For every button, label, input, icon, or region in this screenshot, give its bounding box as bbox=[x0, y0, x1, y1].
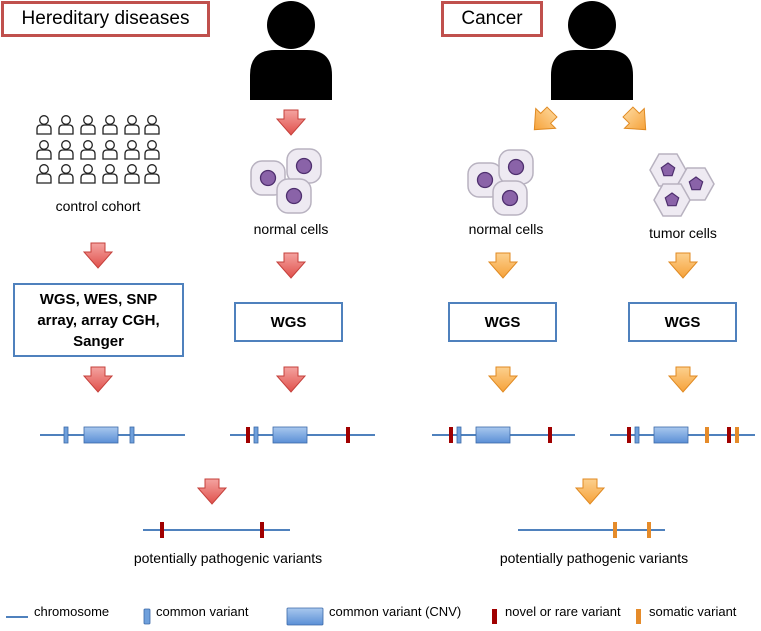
arrow-methods-to-genome bbox=[83, 366, 113, 393]
legend-somatic-variant-icon bbox=[636, 609, 641, 624]
label-pathogenic-hereditary: potentially pathogenic variants bbox=[133, 550, 323, 566]
methods-line-1: WGS, WES, SNP bbox=[39, 290, 158, 308]
wgs-box-normal: WGS bbox=[448, 302, 557, 342]
legend-cnv-icon bbox=[286, 607, 324, 626]
legend-cnv-label: common variant (CNV) bbox=[329, 604, 462, 619]
control-cohort-icon bbox=[36, 115, 160, 184]
label-control-cohort: control cohort bbox=[55, 198, 141, 214]
legend-novel-variant-icon bbox=[492, 609, 497, 624]
methods-box-cohort: WGS, WES, SNP array, array CGH, Sanger bbox=[13, 283, 184, 357]
result-track-cancer bbox=[518, 522, 665, 538]
arrow-cells-to-wgs bbox=[276, 252, 306, 279]
arrow-patient-to-normal-cells bbox=[523, 101, 563, 141]
label-normal-cells: normal cells bbox=[253, 221, 329, 237]
genome-track-cohort bbox=[40, 426, 185, 444]
genome-track-cancer-tumor bbox=[610, 426, 755, 444]
arrow-cohort-to-methods bbox=[83, 242, 113, 269]
arrow-patient-to-cells bbox=[276, 109, 306, 136]
genome-track-patient bbox=[230, 426, 375, 444]
arrow-wgs-to-genome-normal bbox=[488, 366, 518, 393]
legend-common-variant-icon bbox=[143, 608, 151, 625]
legend-novel-variant-label: novel or rare variant bbox=[505, 604, 621, 619]
section-title-hereditary: Hereditary diseases bbox=[1, 1, 210, 37]
arrow-patient-to-tumor-cells bbox=[617, 101, 657, 141]
wgs-box-tumor: WGS bbox=[628, 302, 737, 342]
arrow-wgs-to-genome-tumor bbox=[668, 366, 698, 393]
legend-somatic-variant-label: somatic variant bbox=[649, 604, 737, 619]
normal-cells-icon bbox=[250, 148, 322, 214]
arrow-normal-cells-to-wgs bbox=[488, 252, 518, 279]
methods-line-2: array, array CGH, bbox=[37, 311, 160, 329]
genome-track-cancer-normal bbox=[432, 426, 575, 444]
label-normal-cells-cancer: normal cells bbox=[468, 221, 544, 237]
result-track-hereditary bbox=[143, 522, 290, 538]
legend-common-variant-label: common variant bbox=[156, 604, 249, 619]
label-pathogenic-cancer: potentially pathogenic variants bbox=[499, 550, 689, 566]
section-title-cancer: Cancer bbox=[441, 1, 543, 37]
wgs-box-patient: WGS bbox=[234, 302, 343, 342]
arrow-compare-cancer bbox=[575, 478, 605, 505]
methods-line-3: Sanger bbox=[73, 332, 124, 350]
tumor-cells-icon bbox=[649, 153, 715, 217]
patient-cancer-icon bbox=[551, 1, 633, 100]
patient-hereditary-icon bbox=[250, 1, 332, 100]
arrow-tumor-cells-to-wgs bbox=[668, 252, 698, 279]
legend-chromosome-label: chromosome bbox=[34, 604, 110, 619]
label-tumor-cells: tumor cells bbox=[649, 225, 717, 241]
arrow-wgs-to-genome bbox=[276, 366, 306, 393]
normal-cells-cancer-icon bbox=[467, 149, 534, 216]
arrow-compare-hereditary bbox=[197, 478, 227, 505]
